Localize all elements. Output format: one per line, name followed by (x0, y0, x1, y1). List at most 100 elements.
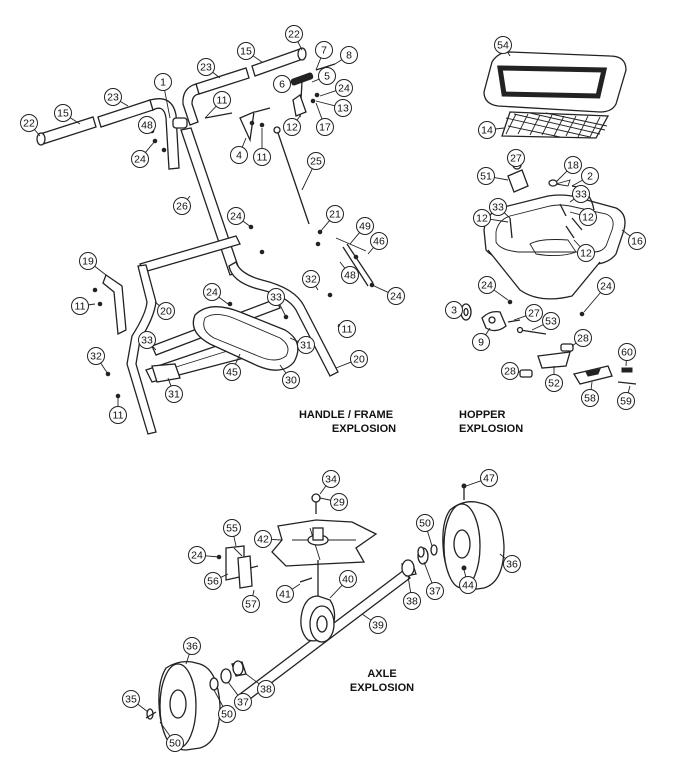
callout-leader (235, 353, 241, 365)
part-callout-33: 33 (267, 288, 287, 318)
part-callout-32: 32 (302, 270, 320, 291)
callout-circle (267, 288, 285, 306)
left-bushings (145, 546, 425, 720)
callout-number: 33 (575, 189, 587, 201)
callout-leader (315, 102, 323, 120)
axle-title-line2: EXPLOSION (350, 682, 414, 694)
part-callout-31: 31 (165, 377, 183, 403)
callout-number: 31 (168, 389, 180, 401)
callout-circle (387, 287, 405, 305)
callout-number: 4 (236, 150, 242, 162)
callout-circle (545, 374, 563, 392)
callout-circle (218, 705, 236, 723)
callout-leader (34, 129, 41, 137)
frame-bracket-31 (151, 363, 181, 383)
callout-leader (213, 689, 224, 707)
hopper-title-line1: HOPPER (459, 409, 506, 421)
part-callout-25: 25 (301, 152, 325, 191)
part-callout-30: 30 (279, 364, 300, 389)
callout-circle (426, 582, 444, 600)
callout-number: 36 (506, 559, 518, 571)
callout-circle (617, 392, 635, 410)
callout-circle (173, 197, 191, 215)
callout-leader (319, 497, 331, 501)
callout-number: 35 (125, 694, 137, 706)
part-callout-37: 37 (227, 681, 252, 711)
part-callout-39: 39 (361, 613, 387, 634)
callout-circle (234, 693, 252, 711)
callout-circle (253, 148, 271, 166)
part-callout-12: 12 (283, 115, 301, 136)
callout-circle (501, 362, 519, 380)
callout-leader (242, 220, 252, 228)
callout-leader (335, 361, 352, 369)
part-callout-11: 11 (253, 128, 271, 166)
part-callout-24: 24 (203, 283, 229, 305)
callout-number: 24 (390, 291, 402, 303)
part-callout-58: 58 (581, 381, 599, 407)
part-callout-22: 22 (285, 25, 303, 51)
callout-leader (427, 531, 433, 547)
part-callout-4: 4 (230, 137, 248, 164)
callout-circle (318, 67, 336, 85)
callout-leader (297, 41, 303, 51)
part-callout-24: 24 (583, 277, 615, 313)
handle-frame-title-line1: HANDLE / FRAME (299, 409, 393, 421)
callout-circle (581, 167, 599, 185)
callout-number: 2 (587, 171, 593, 183)
callout-leader (407, 575, 412, 593)
callout-leader (205, 555, 220, 558)
callout-circle (403, 592, 421, 610)
callout-circle (227, 207, 245, 225)
callout-number: 36 (186, 641, 198, 653)
callout-circle (104, 88, 122, 106)
callout-leader (291, 583, 301, 590)
part-callout-27: 27 (513, 304, 543, 322)
part-callout-49: 49 (349, 217, 374, 245)
callout-number: 28 (577, 333, 589, 345)
callout-leader (590, 381, 593, 390)
part-callout-20: 20 (154, 301, 175, 320)
callout-leader (367, 247, 374, 255)
callout-number: 50 (221, 709, 233, 721)
callout-leader (495, 127, 505, 130)
part-callout-55: 55 (223, 519, 241, 547)
callout-circle (322, 470, 340, 488)
callout-number: 1 (160, 77, 166, 89)
callout-leader (555, 170, 568, 183)
hopper-screen (501, 111, 610, 139)
callout-leader (503, 212, 511, 219)
part-callout-33: 33 (489, 198, 511, 219)
callout-number: 6 (279, 79, 285, 91)
callout-number: 12 (286, 122, 298, 134)
callout-circle (574, 329, 592, 347)
callout-leader (100, 362, 109, 375)
part-callout-38: 38 (245, 673, 275, 698)
callout-circle (316, 118, 334, 136)
part-callout-54: 54 (494, 36, 512, 57)
part-callout-37: 37 (423, 561, 444, 600)
callout-number: 52 (548, 378, 560, 390)
callout-circle (356, 217, 374, 235)
callout-leader (159, 721, 171, 737)
part-callout-12: 12 (569, 208, 597, 226)
part-callout-27: 27 (507, 149, 525, 167)
callout-number: 32 (90, 351, 102, 363)
part-callout-11: 11 (338, 320, 356, 338)
callout-number: 45 (226, 367, 238, 379)
part-callout-42: 42 (254, 530, 283, 548)
callout-circle (203, 283, 221, 301)
callout-number: 25 (310, 156, 322, 168)
callout-number: 44 (462, 580, 474, 592)
callout-leader (289, 337, 299, 343)
right-wheel (442, 483, 505, 591)
callout-number: 60 (621, 347, 633, 359)
part-callout-23: 23 (197, 58, 221, 79)
callout-circle (197, 58, 215, 76)
callout-number: 12 (580, 248, 592, 260)
callout-number: 51 (480, 171, 492, 183)
callout-circle (339, 570, 357, 588)
part-callout-50: 50 (416, 514, 434, 547)
callout-circle (109, 406, 127, 424)
